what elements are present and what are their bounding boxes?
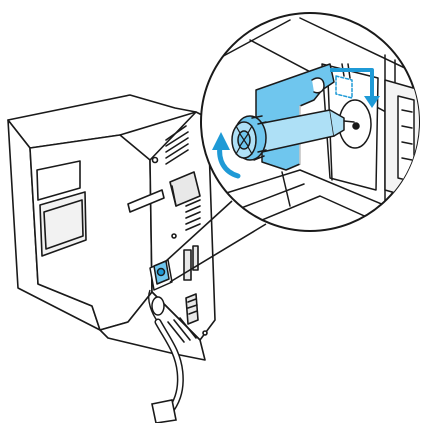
screw-dot xyxy=(153,158,158,163)
printer xyxy=(8,95,215,360)
magnified-view xyxy=(201,13,430,232)
plug xyxy=(152,400,176,423)
card-slot xyxy=(184,250,191,280)
